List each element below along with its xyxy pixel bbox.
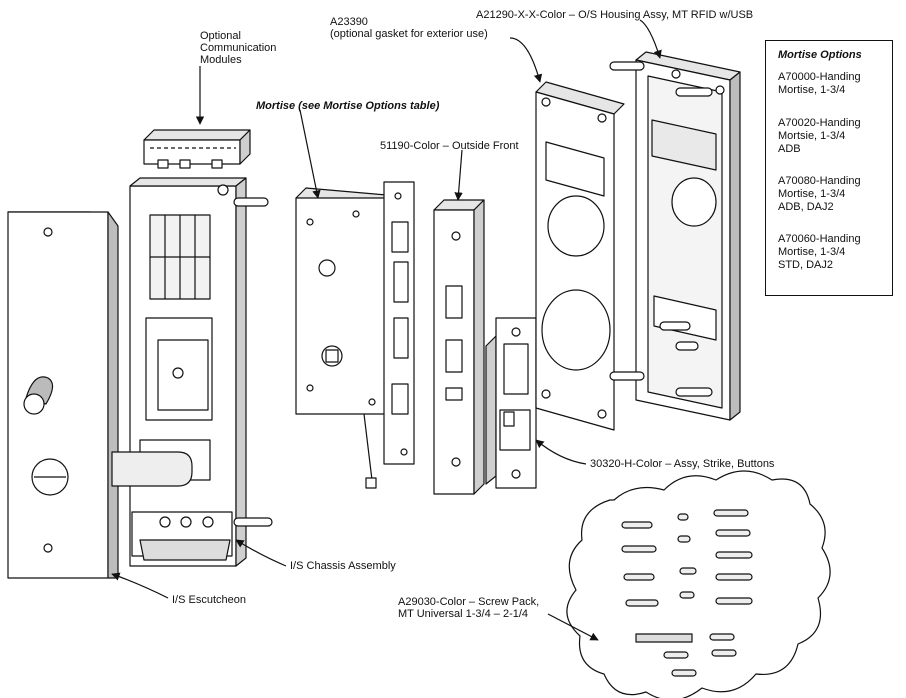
comm-modules-line-2: Communication [200, 42, 277, 54]
screw-pack-line-2: MT Universal 1-3/4 – 2-1/4 [398, 608, 529, 620]
mortise-leader [299, 109, 321, 199]
label-housing: A21290-X-X-Color – O/S Housing Assy, MT … [476, 9, 754, 21]
mortise-option-1: A70000-Handing Mortise, 1-3/4 [778, 71, 861, 97]
option-1-line-1: A70000-Handing [778, 71, 861, 83]
a23390-part-number: A23390 [330, 16, 368, 28]
label-strike: 30320-H-Color – Assy, Strike, Buttons [590, 458, 775, 470]
mortise-options-title: Mortise Options [778, 49, 862, 61]
option-1-line-2: Mortise, 1-3/4 [778, 84, 846, 96]
option-3-line-3: ADB, DAJ2 [778, 201, 834, 213]
is-escutcheon-part [7, 211, 119, 579]
option-4-line-3: STD, DAJ2 [778, 259, 834, 271]
screws [621, 509, 753, 677]
escutcheon-leader [111, 572, 169, 599]
chassis-leader [235, 539, 287, 567]
label-mortise: Mortise (see Mortise Options table) [256, 100, 440, 112]
os-housing-part [609, 51, 741, 421]
strike-leader [535, 439, 587, 465]
label-outside-front: 51190-Color – Outside Front [380, 140, 519, 152]
option-4-line-2: Mortise, 1-3/4 [778, 246, 846, 258]
mortise-option-3: A70080-Handing Mortise, 1-3/4 ADB, DAJ2 [778, 175, 861, 214]
option-2-line-3: ADB [778, 143, 801, 155]
gasket-part [535, 81, 625, 431]
outside-front-part [433, 199, 485, 495]
is-chassis-part [111, 177, 273, 567]
mortise-option-4: A70060-Handing Mortise, 1-3/4 STD, DAJ2 [778, 233, 861, 272]
housing-leader [639, 19, 662, 59]
mortise-part [295, 181, 415, 489]
option-3-line-2: Mortise, 1-3/4 [778, 188, 846, 200]
option-3-line-1: A70080-Handing [778, 175, 861, 187]
communication-module-part [143, 129, 251, 169]
screw-pack-leader [547, 613, 599, 641]
label-comm-modules: Optional Communication Modules [200, 30, 276, 66]
option-2-line-1: A70020-Handing [778, 117, 861, 129]
mortise-option-2: A70020-Handing Mortsie, 1-3/4 ADB [778, 117, 861, 156]
label-screw-pack: A29030-Color – Screw Pack, MT Universal … [398, 596, 539, 620]
mortise-options-table: Mortise Options A70000-Handing Mortise, … [765, 40, 893, 296]
gasket-leader [509, 37, 543, 83]
comm-modules-line-1: Optional [200, 30, 241, 42]
strike-part [485, 317, 537, 489]
a23390-description: (optional gasket for exterior use) [330, 28, 488, 40]
option-2-line-2: Mortsie, 1-3/4 [778, 130, 846, 142]
outside-front-leader [454, 149, 463, 201]
label-a23390: A23390 (optional gasket for exterior use… [330, 16, 488, 40]
label-chassis: I/S Chassis Assembly [290, 560, 396, 572]
option-4-line-1: A70060-Handing [778, 233, 861, 245]
label-escutcheon: I/S Escutcheon [172, 594, 246, 606]
screw-pack-part [566, 470, 831, 698]
comm-modules-line-3: Modules [200, 54, 242, 66]
screw-pack-line-1: A29030-Color – Screw Pack, [398, 596, 540, 608]
